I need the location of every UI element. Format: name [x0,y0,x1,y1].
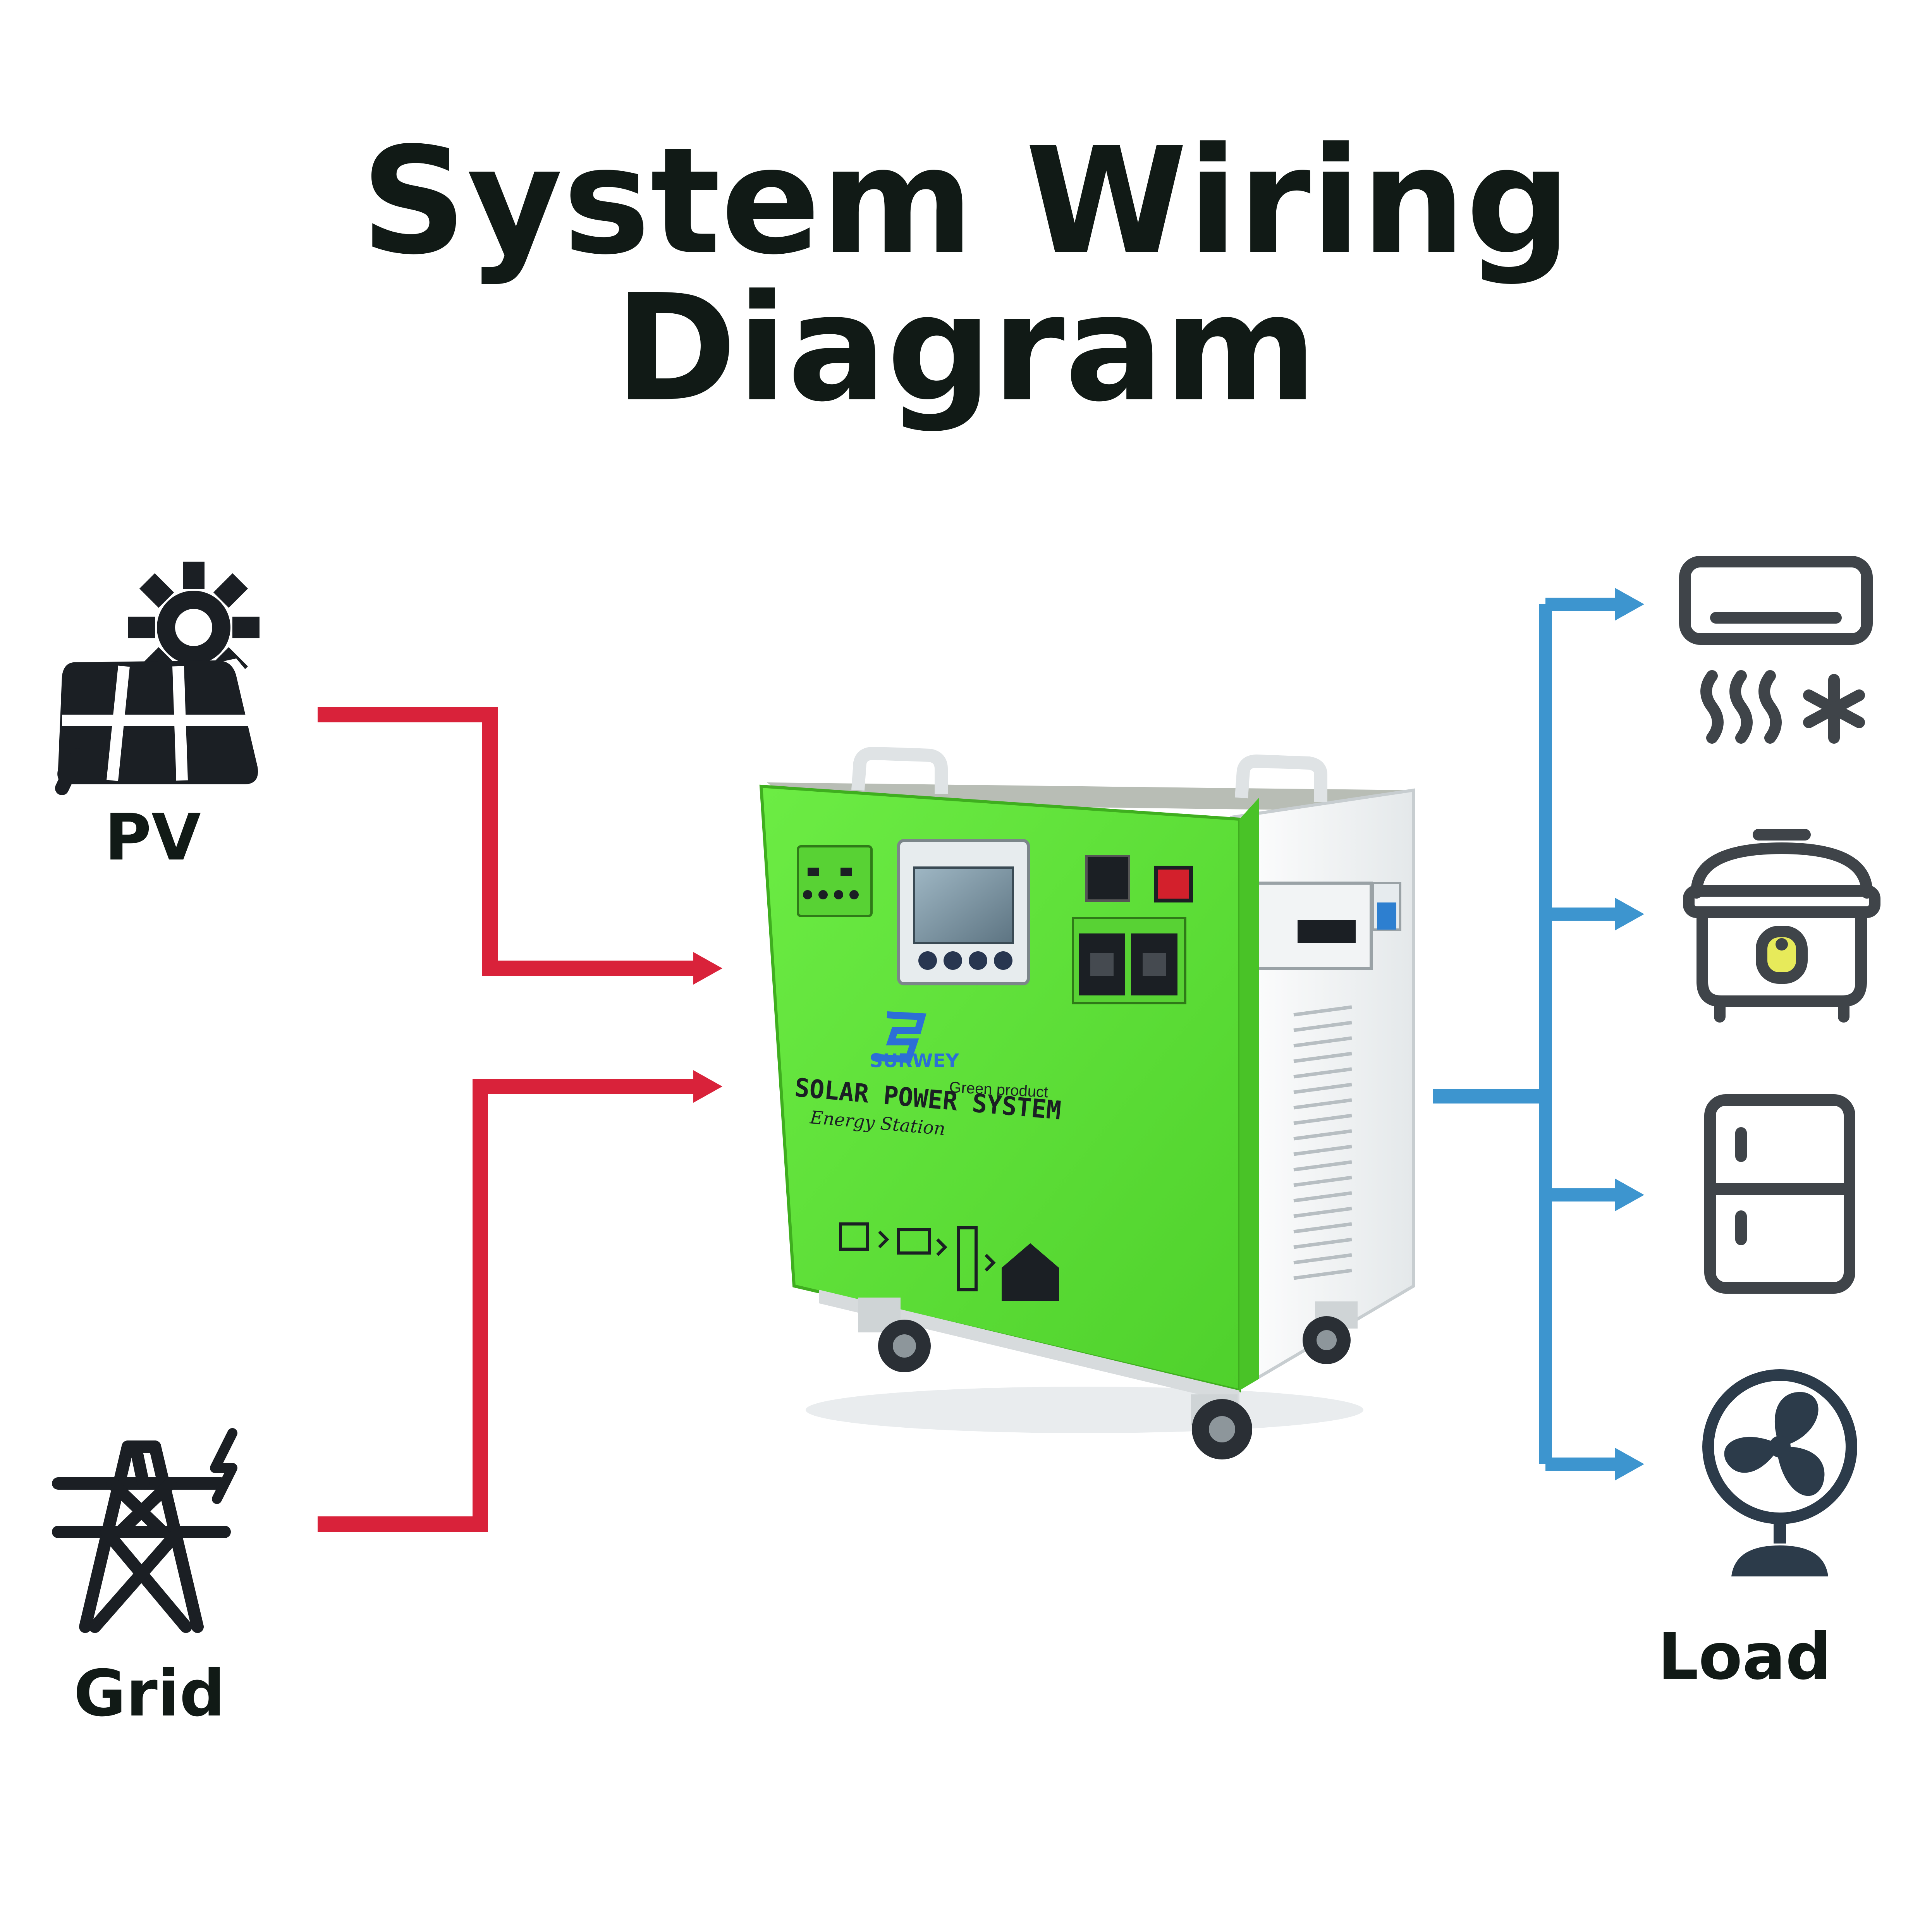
load-label: Load [1658,1619,1831,1694]
rice-cooker-icon [1683,829,1880,1023]
device-wheels [858,1298,1358,1459]
pv-arrow-head [693,952,722,985]
solar-panel-icon [55,562,260,795]
pv-wire [318,707,722,985]
grid-arrow-head [693,1070,722,1103]
device-brand: SURWEY [870,1050,959,1072]
load-wire [1433,598,1619,1471]
load-arrow-refrigerator [1615,1179,1644,1211]
load-arrow-air-conditioner [1615,588,1644,621]
refrigerator-icon [1704,1094,1855,1294]
pv-label: PV [105,800,201,875]
transmission-tower-icon [52,1428,237,1633]
surwey-logo-icon [873,1011,926,1063]
grid-wire [318,1070,722,1532]
air-conditioner-icon [1679,556,1873,744]
fan-icon [1702,1369,1857,1576]
load-arrow-rice-cooker [1615,898,1644,930]
device-flow-icons [839,1222,1059,1301]
page-title: System Wiring Diagram [361,115,1571,434]
solar-power-system-unit: SURWEY Green product SOLAR POWER SYSTEM … [759,746,1415,1459]
load-arrow-fan [1615,1448,1644,1480]
grid-label: Grid [74,1656,225,1731]
